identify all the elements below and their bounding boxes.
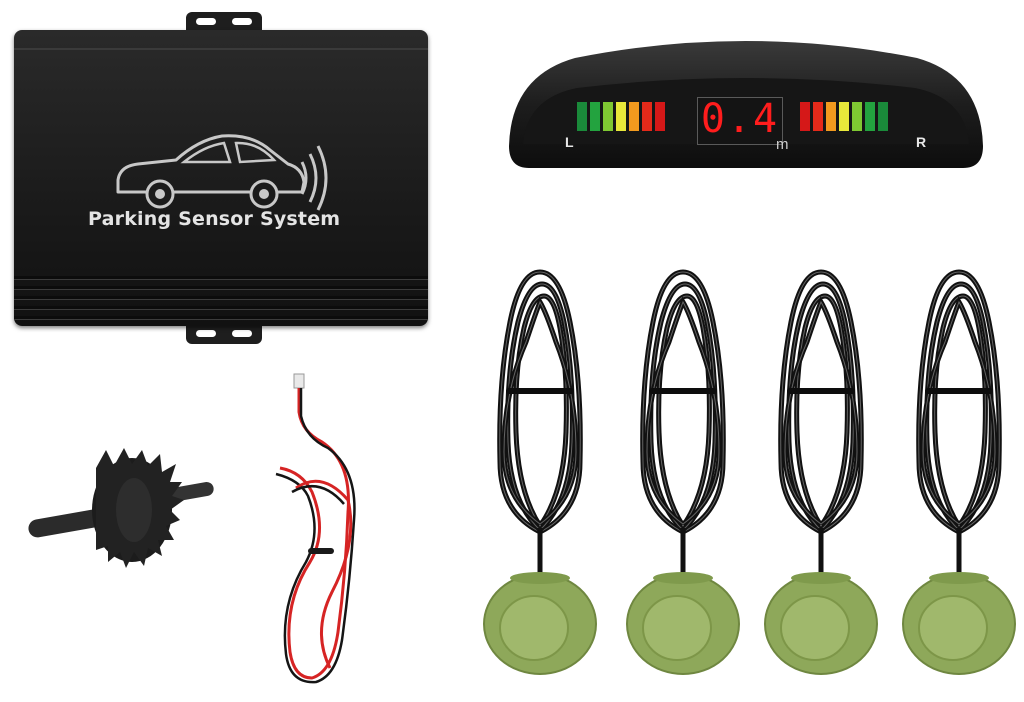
distance-bar-segment [865, 102, 875, 131]
right-side-label: R [916, 134, 927, 150]
distance-bar-segment [629, 102, 639, 131]
distance-bar-segment [839, 102, 849, 131]
ultrasonic-sensor [483, 269, 597, 675]
distance-unit: m [776, 136, 789, 153]
distance-bar-segment [800, 102, 810, 131]
left-side-label: L [565, 134, 574, 150]
ultrasonic-sensor [764, 269, 878, 675]
control-box [14, 30, 428, 326]
car-signal-icon [116, 134, 328, 211]
distance-bar-segment [878, 102, 888, 131]
distance-value: 0.4 [700, 96, 780, 142]
power-cable [275, 373, 356, 684]
distance-bar-segment [852, 102, 862, 131]
ultrasonic-sensor [902, 269, 1016, 675]
distance-bar-segment [616, 102, 626, 131]
distance-bar-segment [577, 102, 587, 131]
hole-saw-drill-bit [28, 448, 214, 568]
distance-readout: 0.4 [697, 96, 783, 145]
distance-bar-segment [655, 102, 665, 131]
distance-bar-segment [590, 102, 600, 131]
distance-bar-segment [826, 102, 836, 131]
ultrasonic-sensor [626, 269, 740, 675]
distance-bar-segment [813, 102, 823, 131]
distance-bar-segment [603, 102, 613, 131]
control-box-label: Parking Sensor System [88, 208, 341, 230]
distance-bar-segment [642, 102, 652, 131]
